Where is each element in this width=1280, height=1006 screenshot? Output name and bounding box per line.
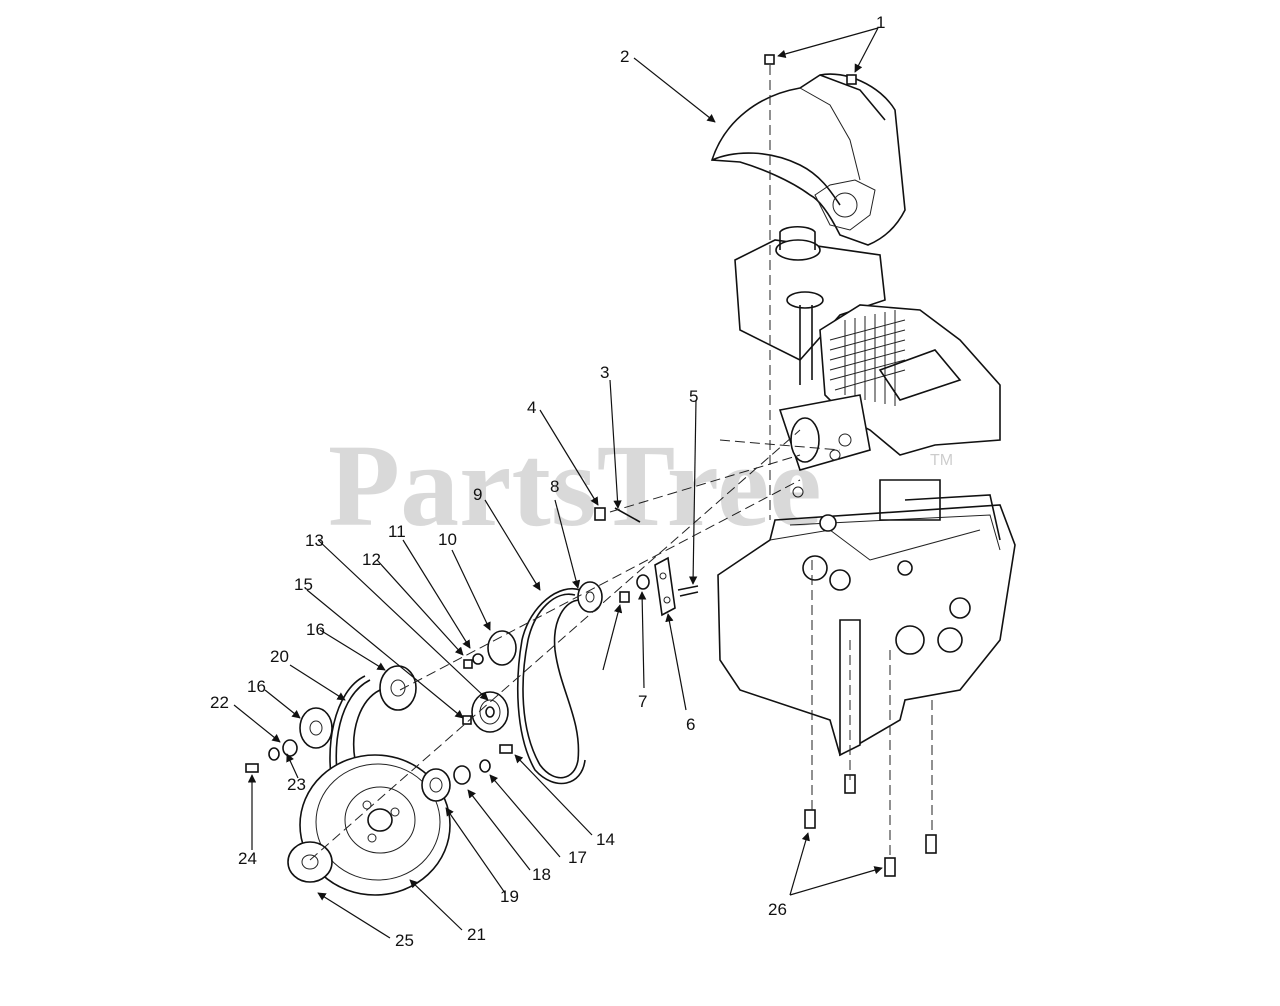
callout-10: 10 (438, 530, 457, 549)
idler-pulley (471, 691, 509, 733)
callout-labels: 1 2 3 4 5 6 7 8 9 10 11 12 13 14 15 16 1… (210, 13, 885, 950)
callout-7: 7 (638, 692, 647, 711)
callout-21: 21 (467, 925, 486, 944)
callout-11: 11 (388, 522, 406, 541)
callout-1: 1 (876, 13, 885, 32)
callout-25: 25 (395, 931, 414, 950)
drive-belt-upper (517, 587, 586, 785)
callout-6: 6 (686, 715, 695, 734)
washers (268, 574, 650, 802)
callout-22: 22 (210, 693, 229, 712)
callout-18: 18 (532, 865, 551, 884)
callout-12: 12 (362, 550, 381, 569)
callout-24: 24 (238, 849, 257, 868)
engine (734, 225, 1001, 498)
callout-17: 17 (568, 848, 587, 867)
watermark-trademark: TM (930, 452, 953, 469)
pulley-hub (287, 841, 333, 883)
bracket-and-bolts (245, 54, 937, 877)
callout-13: 13 (305, 531, 324, 550)
callout-26: 26 (768, 900, 787, 919)
callout-16-upper: 16 (306, 620, 325, 639)
callout-19: 19 (500, 887, 519, 906)
pulley-large (299, 754, 451, 896)
callout-20: 20 (270, 647, 289, 666)
alignment-lines (309, 65, 933, 861)
watermark-text: PartsTree (328, 420, 822, 551)
callout-15: 15 (294, 575, 313, 594)
callout-14: 14 (596, 830, 615, 849)
callout-9: 9 (473, 485, 482, 504)
callout-16-lower: 16 (247, 677, 266, 696)
callout-8: 8 (550, 477, 559, 496)
callout-3: 3 (600, 363, 609, 382)
leader-lines (233, 27, 883, 939)
frame-housing (717, 479, 1016, 757)
callout-5: 5 (689, 387, 698, 406)
callout-4-upper: 4 (527, 398, 536, 417)
callout-2: 2 (620, 47, 629, 66)
callout-23: 23 (287, 775, 306, 794)
engine-shroud (710, 73, 906, 246)
